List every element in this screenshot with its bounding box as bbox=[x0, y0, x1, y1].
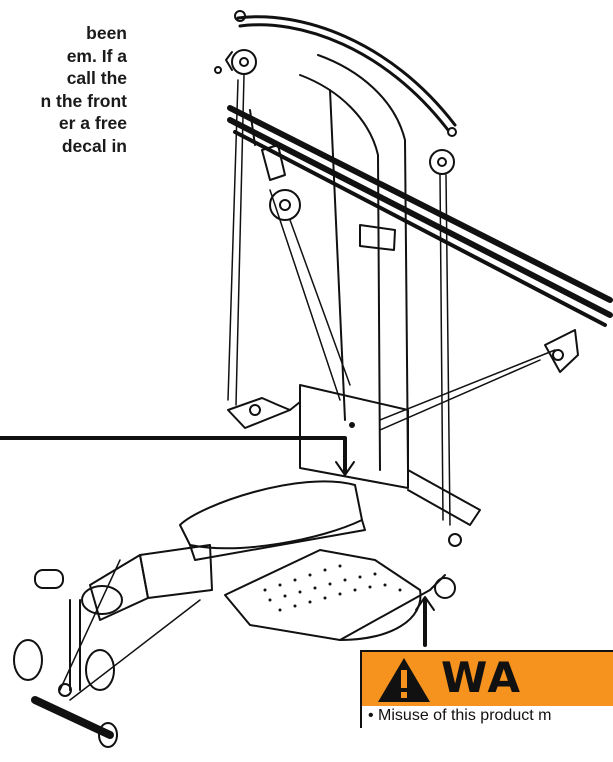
warning-heading: WA bbox=[441, 653, 522, 702]
warning-text-row: • Misuse of this product m bbox=[360, 706, 613, 728]
warning-banner: WA bbox=[360, 650, 613, 708]
paragraph-line: been bbox=[86, 23, 127, 43]
paragraph-line: call the bbox=[66, 68, 127, 88]
paragraph-line: em. If a bbox=[66, 45, 127, 66]
warning-text: • Misuse of this product m bbox=[368, 707, 552, 724]
warning-triangle-icon bbox=[378, 658, 430, 702]
instruction-paragraph: been em. If a call the n the front er a … bbox=[0, 22, 127, 157]
warning-label: WA • Misuse of this product m bbox=[360, 650, 613, 730]
paragraph-line: er a free bbox=[58, 113, 127, 133]
paragraph-line: n the front bbox=[40, 90, 127, 111]
paragraph-line: decal in bbox=[61, 135, 127, 156]
